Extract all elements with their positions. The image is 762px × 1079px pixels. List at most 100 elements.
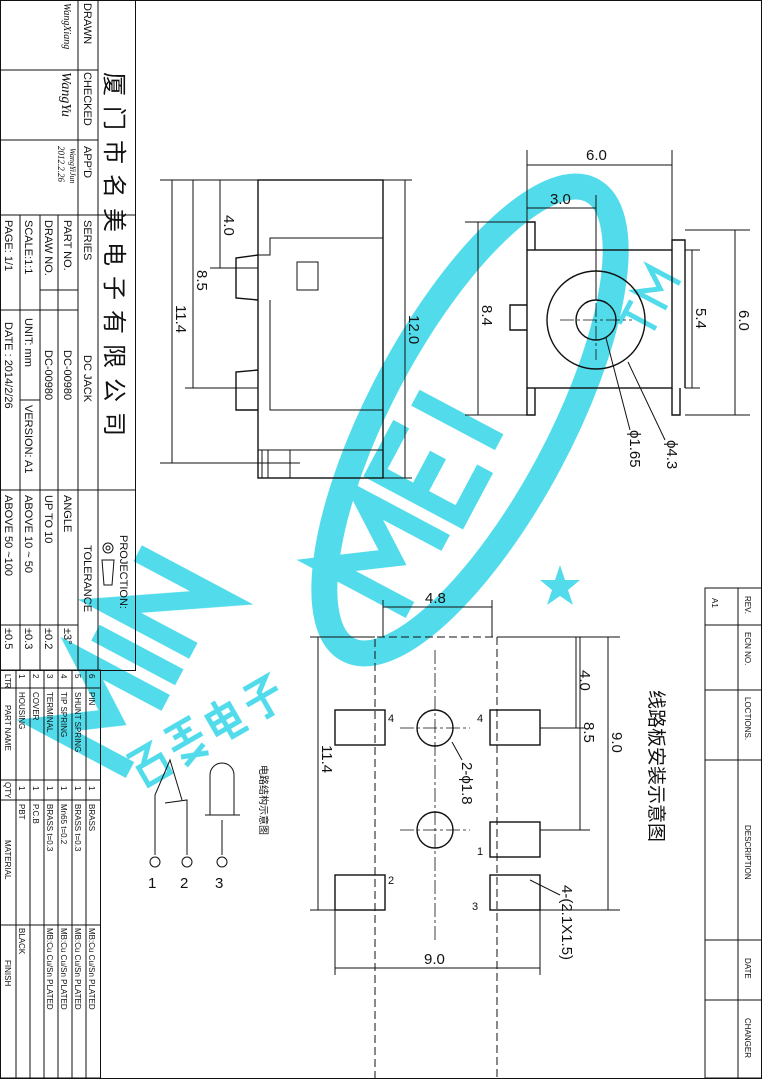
bom-ltr: 4 — [59, 674, 68, 679]
bom-ltr: 3 — [45, 674, 54, 679]
bom-finish: MB:Cu Cu/Sn PLATED — [59, 928, 68, 1010]
dim-label: 4.0 — [220, 215, 237, 236]
side-view: 4.0 8.5 11.4 12.0 — [160, 179, 422, 479]
bom-name: COVER — [31, 692, 40, 721]
dim-label: ϕ4.3 — [663, 440, 680, 469]
date-header: DATE — [743, 958, 752, 979]
unit: UNIT: mm — [22, 318, 34, 367]
part-no-value: DC-00980 — [61, 350, 73, 400]
dim-label: 9.0 — [424, 951, 445, 968]
dim-label: 4-(2.1X1.5) — [558, 885, 575, 960]
bom-qty: 1 — [87, 786, 96, 791]
projection-symbol-icon — [101, 542, 115, 586]
checked-signature: WangYu — [58, 72, 73, 117]
watermark-logo — [16, 173, 682, 789]
pad — [489, 874, 541, 911]
bom-qty: 1 — [59, 786, 68, 791]
bom-finish: BLACK — [17, 928, 26, 955]
pad-label: 4 — [477, 713, 483, 725]
tolerance-value: ±0.5 — [2, 628, 14, 649]
star-icon — [540, 565, 580, 605]
bom-material: P.C.B — [31, 804, 40, 824]
scale: SCALE:1:1 — [22, 220, 34, 274]
dim-label: 9.0 — [608, 732, 625, 753]
bom-ltr: 5 — [73, 674, 82, 679]
dim-label: ϕ1.65 — [626, 430, 643, 468]
page: PAGE: 1/1 — [2, 220, 14, 271]
series-value: DC JACK — [81, 355, 93, 403]
drawn-label: DRAWN — [81, 3, 93, 44]
bom-material: BRASS — [87, 804, 96, 831]
pad — [334, 709, 386, 746]
revision-block: REV. ECN NO. LOCTIONS. DESCRIPTION DATE … — [704, 587, 762, 1079]
appd-date: 2012.2.26 — [56, 146, 66, 183]
dim-label: 8.5 — [193, 270, 210, 291]
bill-of-materials: LTR PART NAME QTY MATERIAL FINISH 6PIN1B… — [0, 669, 101, 1079]
bom-material: BRASS t=0.3 — [45, 804, 54, 852]
schematic-title: 电路结构示意图 — [257, 765, 270, 835]
dim-label: 4.0 — [576, 670, 593, 691]
pad-label: 2 — [388, 875, 394, 887]
title-block: 厦门市名美电子有限公司 DRAWN CHECKED APP'D WangXian… — [0, 0, 136, 671]
drawn-signature: WangXiang — [61, 3, 72, 49]
draw-no-label: DRAW NO. — [42, 220, 54, 276]
changer-header: CHANGER — [743, 1018, 752, 1058]
dim-label: 6.0 — [735, 310, 752, 331]
tolerance-label: TOLERANCE — [81, 545, 93, 612]
dim-label: 4.8 — [425, 590, 446, 607]
pad — [489, 821, 541, 858]
bom-qty: 1 — [45, 786, 54, 791]
bom-name: HOUSING — [17, 692, 26, 729]
tolerance-range: ABOVE 50 ~100 — [2, 495, 14, 576]
bom-ltr: 2 — [31, 674, 40, 679]
tolerance-value: ±0.2 — [42, 628, 54, 649]
dim-label: 2-ϕ1.8 — [458, 762, 475, 805]
dim-label: 12.0 — [405, 315, 422, 344]
bom-finish: MB:Cu Cu/Sn PLATED — [45, 928, 54, 1010]
tolerance-value: ±3° — [61, 628, 73, 645]
bom-name: TERMINAL — [45, 692, 54, 733]
tolerance-value: ±0.3 — [22, 628, 34, 649]
bom-qty: 1 — [31, 786, 40, 791]
bom-qty: 1 — [17, 786, 26, 791]
description-header: DESCRIPTION — [743, 825, 752, 880]
appd-signature: WangYiJun — [68, 148, 77, 184]
date: DATE : 2014/2/26 — [2, 322, 14, 409]
bom-name: TIP SPRING — [59, 692, 68, 737]
locations-header: LOCTIONS. — [743, 697, 752, 740]
bom-header-name: PART NAME — [3, 705, 12, 751]
pad — [334, 874, 386, 911]
dim-label: 5.4 — [692, 308, 709, 329]
pad-label: 3 — [472, 901, 478, 913]
bom-name: PIN — [87, 692, 96, 706]
draw-no-value: DC-00980 — [42, 350, 54, 400]
pin-label: 2 — [180, 875, 188, 892]
pad-label: 4 — [388, 713, 394, 725]
rev-header: REV. — [743, 596, 752, 614]
projection-label: PROJECTION: — [117, 535, 129, 609]
bom-ltr: 1 — [17, 674, 26, 679]
tolerance-range: ANGLE — [61, 495, 73, 532]
bom-material: Mn65 t=0.2 — [59, 804, 68, 845]
bom-qty: 1 — [73, 786, 82, 791]
circuit-schematic: 1 2 3 电路结构示意图 — [148, 758, 270, 892]
tolerance-range: UP TO 10 — [42, 495, 54, 543]
part-no-label: PART NO. — [61, 220, 73, 271]
bom-header-qty: QTY — [3, 782, 12, 799]
bom-header-material: MATERIAL — [3, 840, 12, 880]
rev-value: A1 — [710, 598, 719, 608]
dim-label: 11.4 — [172, 305, 189, 333]
pcb-layout: 4 4 1 2 3 4.8 4.0 8.5 9.0 11.4 2-ϕ1.8 4-… — [310, 590, 667, 1079]
bom-material: PBT — [17, 804, 26, 820]
dim-label: 3.0 — [550, 191, 571, 208]
tolerance-range: ABOVE 10 ~ 50 — [22, 495, 34, 573]
company-name: 厦门市名美电子有限公司 — [100, 72, 127, 446]
dim-label: 8.5 — [580, 722, 597, 743]
